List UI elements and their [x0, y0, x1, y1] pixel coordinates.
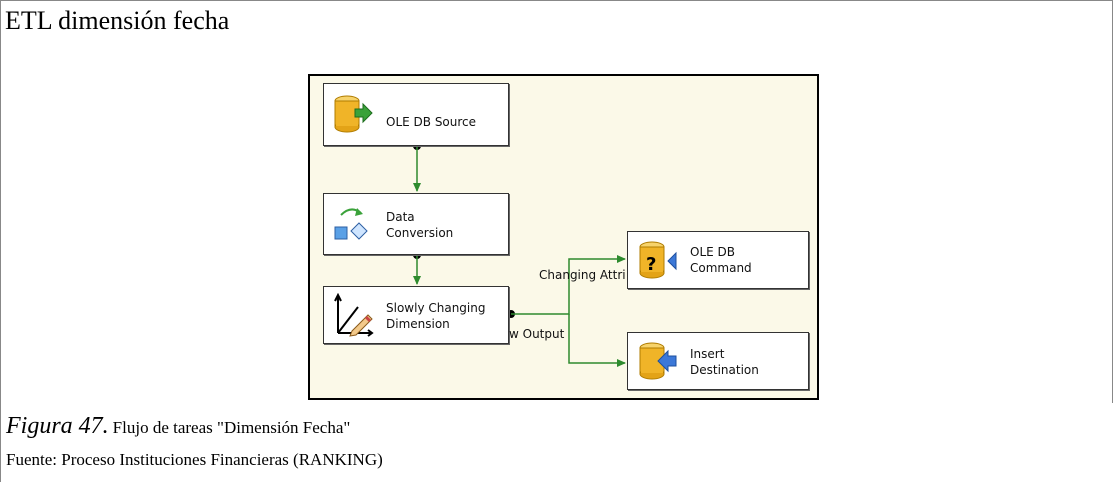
slowly-changing-dimension-icon: [334, 293, 374, 337]
connector-source-to-conversion[interactable]: [413, 142, 421, 192]
frame-left-border: [0, 402, 1, 482]
node-ole-db-command[interactable]: ? OLE DB Command: [627, 231, 809, 289]
svg-text:?: ?: [646, 254, 656, 275]
node-label-line1: Insert: [690, 347, 725, 361]
node-label-line1: Data: [386, 210, 415, 224]
node-label-line2: Destination: [690, 363, 759, 377]
node-slowly-changing-dimension[interactable]: Slowly Changing Dimension: [323, 286, 509, 344]
figure-number: Figura 47.: [6, 413, 109, 439]
database-question-icon: ?: [639, 241, 677, 279]
connector-label-new-output: w Output: [509, 327, 565, 341]
node-insert-destination[interactable]: Insert Destination: [627, 332, 809, 390]
node-label-line1: OLE DB: [690, 245, 735, 259]
database-insert-icon: [639, 342, 677, 380]
node-ole-db-source[interactable]: OLE DB Source: [323, 83, 509, 146]
figure-caption: Figura 47. Flujo de tareas "Dimensión Fe…: [6, 413, 350, 440]
node-label-line2: Conversion: [386, 226, 454, 240]
connector-scd-outputs[interactable]: [507, 255, 626, 367]
data-flow-canvas: OLE DB Source Data Conversion Slowly Cha…: [308, 74, 819, 400]
node-data-conversion[interactable]: Data Conversion: [323, 193, 509, 255]
node-label: OLE DB Source: [386, 115, 477, 129]
node-label-line2: Command: [690, 261, 752, 275]
node-label-line2: Dimension: [386, 317, 450, 331]
database-arrow-icon: [334, 95, 373, 133]
figure-source: Fuente: Proceso Instituciones Financiera…: [6, 450, 383, 469]
connector-label-changing-attributes: Changing Attri: [539, 268, 626, 282]
figure-title: ETL dimensión fecha: [5, 6, 230, 35]
figure-caption-text: Flujo de tareas "Dimensión Fecha": [112, 418, 351, 437]
data-conversion-icon: [334, 208, 368, 240]
connector-conversion-to-scd[interactable]: [413, 251, 421, 285]
node-label-line1: Slowly Changing: [386, 301, 486, 315]
